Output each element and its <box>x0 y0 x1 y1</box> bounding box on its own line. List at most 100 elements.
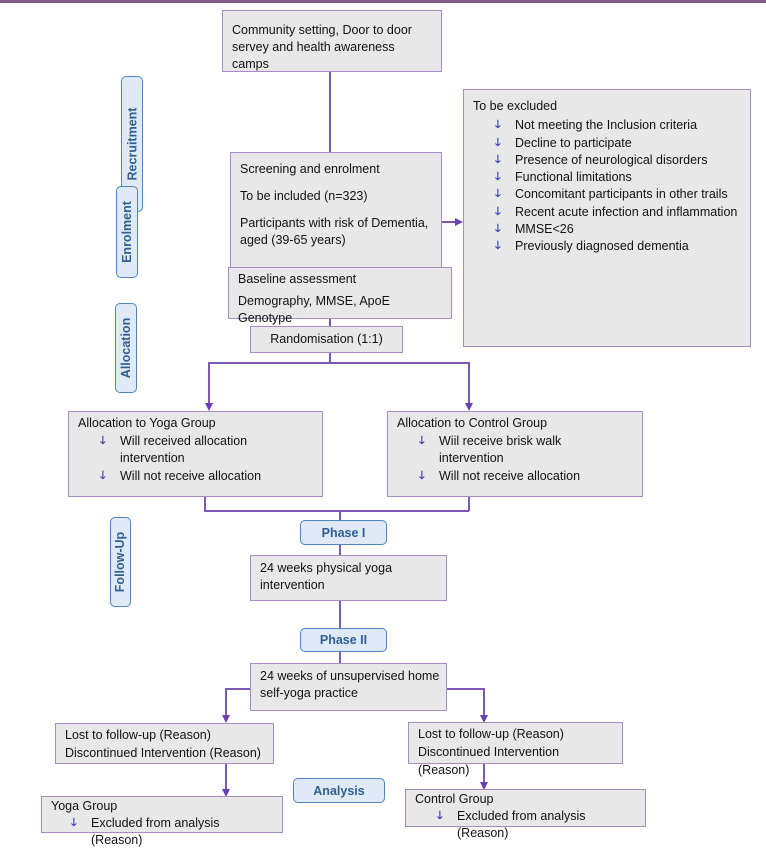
exclusion-item: 🡓 Functional limitations <box>473 169 741 186</box>
connector <box>483 688 485 716</box>
stage-phase-1: Phase I <box>300 520 387 545</box>
down-arrow-bullet-icon: 🡓 <box>495 119 501 132</box>
included-count: To be included (n=323) <box>240 189 368 203</box>
list-item: 🡓Will received allocation intervention <box>78 433 313 468</box>
arrow-head <box>222 789 230 797</box>
randomisation-box: Randomisation (1:1) <box>250 326 403 353</box>
down-arrow-bullet-icon: 🡓 <box>495 136 501 149</box>
baseline-title: Baseline assessment <box>238 272 357 286</box>
discontinued: Discontinued Intervention (Reason) <box>65 746 261 760</box>
stage-label: Follow-Up <box>113 531 128 593</box>
item-text: MMSE<26 <box>515 222 574 237</box>
down-arrow-bullet-icon: 🡓 <box>419 434 425 447</box>
connector <box>204 496 206 511</box>
exclusion-item: 🡓Not meeting the Inclusion criteria <box>473 117 741 134</box>
down-arrow-bullet-icon: 🡓 <box>495 205 501 218</box>
yoga-analysis-box: Yoga Group 🡓 Excluded from analysis (Reas… <box>41 796 283 847</box>
connector <box>483 763 485 783</box>
arrow-head <box>480 782 488 790</box>
exclusion-item: 🡓 Decline to participate <box>473 135 741 152</box>
randomisation-text: Randomisation (1:1) <box>270 332 383 346</box>
connector <box>329 72 331 152</box>
down-arrow-bullet-icon: 🡓 <box>495 240 501 253</box>
screening-title: Screening and enrolment <box>240 162 380 176</box>
participants-text: Participants with risk of Dementia, aged… <box>240 216 429 247</box>
connector <box>204 510 469 512</box>
baseline-box: Baseline assessment Demography, MMSE, Ap… <box>228 267 452 325</box>
stage-follow-up: Follow-Up <box>110 517 131 607</box>
stage-label: Enrolment <box>120 201 134 263</box>
stage-allocation: Allocation <box>115 303 137 393</box>
connector <box>339 545 341 555</box>
phase2-practice-box: 24 weeks of unsupervised home self-yoga … <box>250 663 447 711</box>
item-text: Wiil receive brisk walk intervention <box>439 433 562 466</box>
connector <box>468 362 470 404</box>
down-arrow-bullet-icon: 🡓 <box>419 469 425 482</box>
yoga-followup-box: Lost to follow-up (Reason) Discontinued … <box>55 723 274 764</box>
arrow-head <box>455 218 463 226</box>
list-item: 🡓 Will not receive allocation <box>78 468 313 486</box>
phase1-intervention-box: 24 weeks physical yoga intervention <box>250 555 447 601</box>
item-text: Will not receive allocation <box>120 468 262 483</box>
down-arrow-bullet-icon: 🡓 <box>495 171 501 184</box>
arrow-head <box>205 403 213 411</box>
down-arrow-bullet-icon: 🡓 <box>495 188 501 201</box>
connector <box>208 362 210 404</box>
list-item: 🡓 Will not receive allocation <box>397 468 633 486</box>
down-arrow-bullet-icon: 🡓 <box>495 223 501 236</box>
stage-label: Recruitment <box>125 107 139 181</box>
arrow-head <box>465 403 473 411</box>
lost-followup: Lost to follow-up (Reason) <box>65 728 211 742</box>
stage-phase-2: Phase II <box>300 628 387 652</box>
control-followup-box: Lost to follow-up (Reason) Discontinued … <box>408 722 623 777</box>
phase1-text: 24 weeks physical yoga intervention <box>260 561 393 592</box>
connector <box>329 352 331 363</box>
exclusion-item: 🡓Recent acute infection and inflammation <box>473 204 741 221</box>
top-border <box>0 0 766 3</box>
item-text: Excluded from analysis (Reason) <box>91 816 220 847</box>
exclusion-item: 🡓 MMSE<26 <box>473 221 741 238</box>
connector <box>468 496 470 511</box>
arrow-head <box>222 715 230 723</box>
connector <box>441 221 457 223</box>
control-allocation-box: Allocation to Control Group 🡓 Wiil receiv… <box>387 411 643 497</box>
yoga-allocation-title: Allocation to Yoga Group <box>78 416 216 430</box>
down-arrow-bullet-icon: 🡓 <box>100 469 106 482</box>
yoga-analysis-title: Yoga Group <box>51 799 118 813</box>
connector <box>339 652 341 663</box>
exclusion-item: 🡓Presence of neurological disorders <box>473 152 741 169</box>
down-arrow-bullet-icon: 🡓 <box>100 434 106 447</box>
connector <box>339 510 341 520</box>
list-item: 🡓 Excluded from analysis (Reason) <box>51 815 273 849</box>
yoga-allocation-box: Allocation to Yoga Group 🡓Will received … <box>68 411 323 497</box>
item-text: Will not receive allocation <box>439 468 581 483</box>
item-text: Concomitant participants in other trails <box>515 187 728 202</box>
community-text: Community setting, Door to door servey a… <box>232 23 412 71</box>
phase2-text: 24 weeks of unsupervised home self-yoga … <box>260 669 440 700</box>
item-text: Decline to participate <box>515 135 632 150</box>
connector <box>208 362 470 364</box>
stage-enrolment: Enrolment <box>116 186 138 278</box>
exclusion-item: 🡓 Previously diagnosed dementia <box>473 238 741 255</box>
control-analysis-box: Control Group 🡓Excluded from analysis (R… <box>405 789 646 840</box>
down-arrow-bullet-icon: 🡓 <box>71 817 77 829</box>
connector <box>225 763 227 790</box>
item-text: Presence of neurological disorders <box>515 152 708 167</box>
connector <box>225 688 227 716</box>
baseline-details: Demography, MMSE, ApoE Genotype <box>238 294 390 325</box>
item-text: Previously diagnosed dementia <box>515 239 689 254</box>
exclusion-box: To be excluded 🡓Not meeting the Inclusio… <box>463 89 751 347</box>
community-box: Community setting, Door to door servey a… <box>222 10 442 72</box>
exclusion-item: 🡓 Concomitant participants in other trail… <box>473 186 741 203</box>
control-allocation-title: Allocation to Control Group <box>397 416 548 430</box>
connector <box>339 600 341 628</box>
connector <box>446 688 484 690</box>
connector <box>225 688 250 690</box>
list-item: 🡓 Wiil receive brisk walk intervention <box>397 433 633 468</box>
item-text: Functional limitations <box>515 170 632 185</box>
connector <box>329 318 331 326</box>
exclusion-title: To be excluded <box>473 99 558 113</box>
item-text: Excluded from analysis (Reason) <box>457 809 586 840</box>
stage-analysis: Analysis <box>293 778 385 803</box>
